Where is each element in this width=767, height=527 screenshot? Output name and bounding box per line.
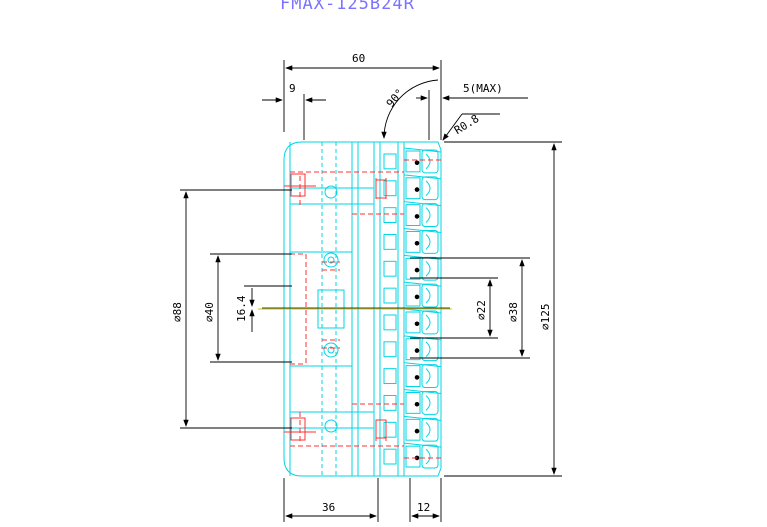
- dim-9: 9: [289, 82, 296, 95]
- dim-dia-125: ⌀125: [539, 304, 552, 331]
- clamp-screw-icon: [414, 401, 420, 407]
- dim-radius: R0.8: [452, 112, 481, 137]
- screw-detail: [284, 173, 387, 441]
- dimension-lines: [180, 60, 562, 522]
- insert-pocket: [383, 201, 442, 228]
- clamp-screw-icon: [414, 160, 420, 166]
- insert-pocket: [383, 442, 442, 469]
- dim-dia-88: ⌀88: [171, 302, 184, 322]
- insert-pocket: [383, 335, 442, 362]
- clamp-screw-icon: [414, 294, 420, 300]
- insert-pocket: [383, 308, 442, 335]
- clamp-screw-icon: [414, 321, 420, 327]
- clamp-screw-icon: [414, 348, 420, 353]
- insert-pockets: [383, 147, 442, 469]
- dim-12: 12: [417, 501, 430, 514]
- insert-pocket: [383, 147, 442, 174]
- dim-36: 36: [322, 501, 335, 514]
- insert-pocket: [383, 415, 442, 442]
- insert-pocket: [383, 389, 442, 415]
- dim-dia-38: ⌀38: [507, 302, 520, 322]
- insert-pocket: [383, 174, 442, 201]
- clamp-screw-icon: [414, 267, 420, 273]
- dim-5max: 5(MAX): [463, 82, 503, 95]
- clamp-screw-icon: [414, 187, 420, 192]
- insert-pocket: [383, 362, 442, 388]
- dim-60: 60: [352, 52, 365, 65]
- clamp-screw-icon: [414, 214, 420, 219]
- insert-pocket: [383, 228, 442, 254]
- drawing-title: FMAX-125B24R: [280, 0, 415, 14]
- dim-dia-22: ⌀22: [475, 300, 488, 320]
- clamp-screw-icon: [414, 240, 420, 246]
- dim-dia-40: ⌀40: [203, 302, 216, 322]
- clamp-screw-icon: [414, 428, 420, 434]
- insert-pocket: [383, 254, 442, 281]
- dim-16-4: 16.4: [235, 295, 248, 322]
- clamp-screw-icon: [414, 375, 420, 380]
- insert-pocket: [383, 281, 442, 308]
- dim-angle: 90°: [384, 86, 407, 110]
